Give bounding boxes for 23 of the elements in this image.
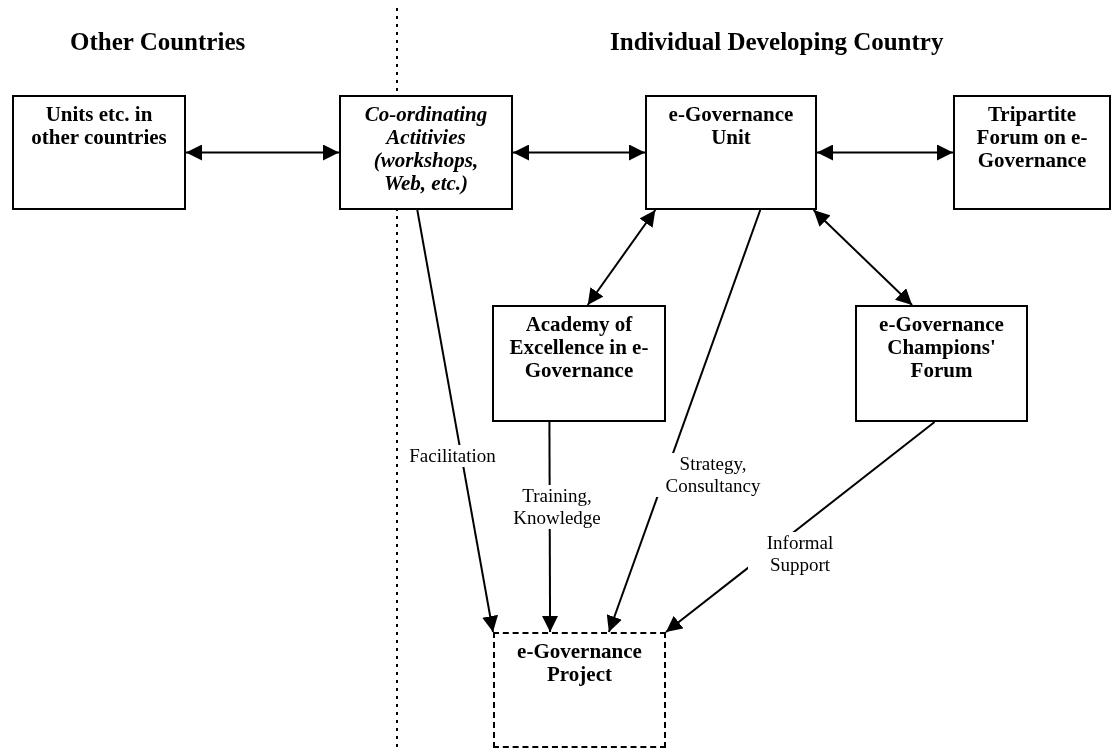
dashed-box	[493, 632, 666, 748]
process-box	[492, 305, 666, 422]
section-heading: Other Countries	[70, 28, 246, 56]
process-box	[645, 95, 817, 210]
process-box	[12, 95, 186, 210]
process-box	[339, 95, 513, 210]
box-text: Co-ordinating Actitivies (workshops, Web, etc.)	[363, 103, 489, 196]
process-box	[953, 95, 1111, 210]
arrow	[185, 144, 340, 161]
box-text: Units etc. in other countries	[30, 103, 168, 150]
box-text: Academy of Excellence in e-Governance	[508, 313, 650, 383]
box-text: Tripartite Forum on e-Governance	[975, 103, 1089, 173]
arrow	[512, 144, 646, 161]
arrow	[606, 209, 762, 633]
arrow	[586, 209, 657, 306]
box-text: e-Governance Unit	[667, 103, 795, 150]
arrow	[416, 209, 499, 633]
box-text: e-Governance Champions' Forum	[878, 313, 1005, 383]
box-text: e-Governance Project	[516, 640, 643, 687]
arrow	[816, 144, 954, 161]
process-box	[855, 305, 1028, 422]
section-heading: Individual Developing Country	[610, 28, 944, 56]
arrow	[812, 209, 914, 306]
